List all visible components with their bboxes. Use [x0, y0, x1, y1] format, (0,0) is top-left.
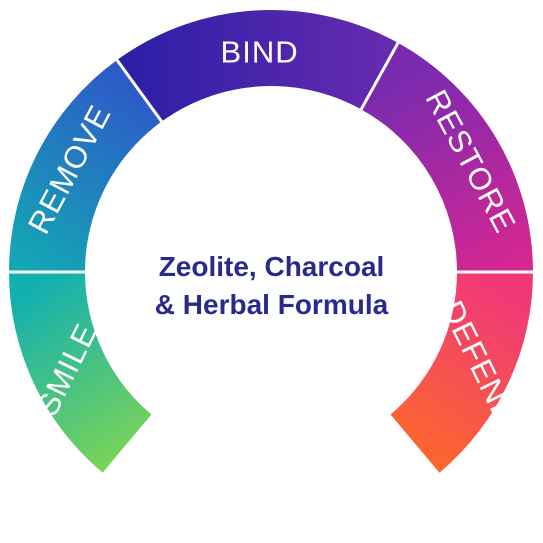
segment-restore	[361, 42, 533, 272]
segment-defend	[390, 272, 533, 473]
segment-bind	[117, 10, 399, 122]
center-title: Zeolite, Charcoal & Herbal Formula	[100, 248, 443, 324]
center-title-line1: Zeolite, Charcoal	[158, 251, 385, 282]
segment-smile	[9, 272, 152, 473]
segment-label-bind: BIND	[221, 34, 299, 69]
segment-divider	[357, 38, 402, 114]
center-title-line2: & Herbal Formula	[154, 289, 389, 320]
segment-divider	[113, 55, 166, 126]
segment-remove	[9, 60, 162, 272]
